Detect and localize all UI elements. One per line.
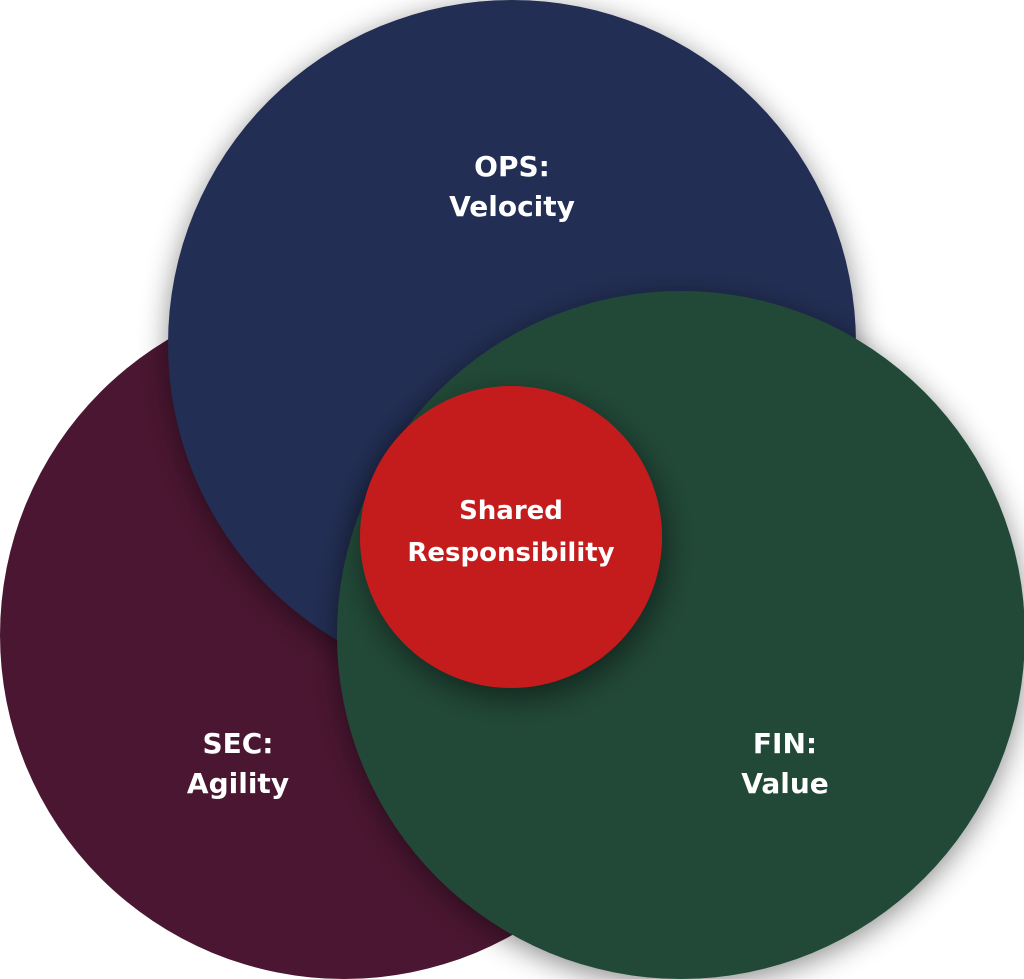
sec-label: SEC: Agility: [187, 724, 289, 804]
shared-responsibility-circle: [360, 386, 662, 688]
ops-subtitle: Velocity: [449, 190, 575, 223]
fin-subtitle: Value: [741, 767, 829, 800]
core-title: Shared: [459, 496, 563, 526]
sec-title: SEC:: [202, 727, 274, 760]
ops-title: OPS:: [474, 150, 550, 183]
ops-label: OPS: Velocity: [449, 147, 575, 227]
sec-subtitle: Agility: [186, 767, 290, 800]
fin-title: FIN:: [752, 727, 818, 760]
shared-responsibility-label: Shared Responsibility: [407, 490, 614, 574]
core-subtitle: Responsibility: [407, 538, 615, 568]
fin-label: FIN: Value: [741, 724, 829, 804]
